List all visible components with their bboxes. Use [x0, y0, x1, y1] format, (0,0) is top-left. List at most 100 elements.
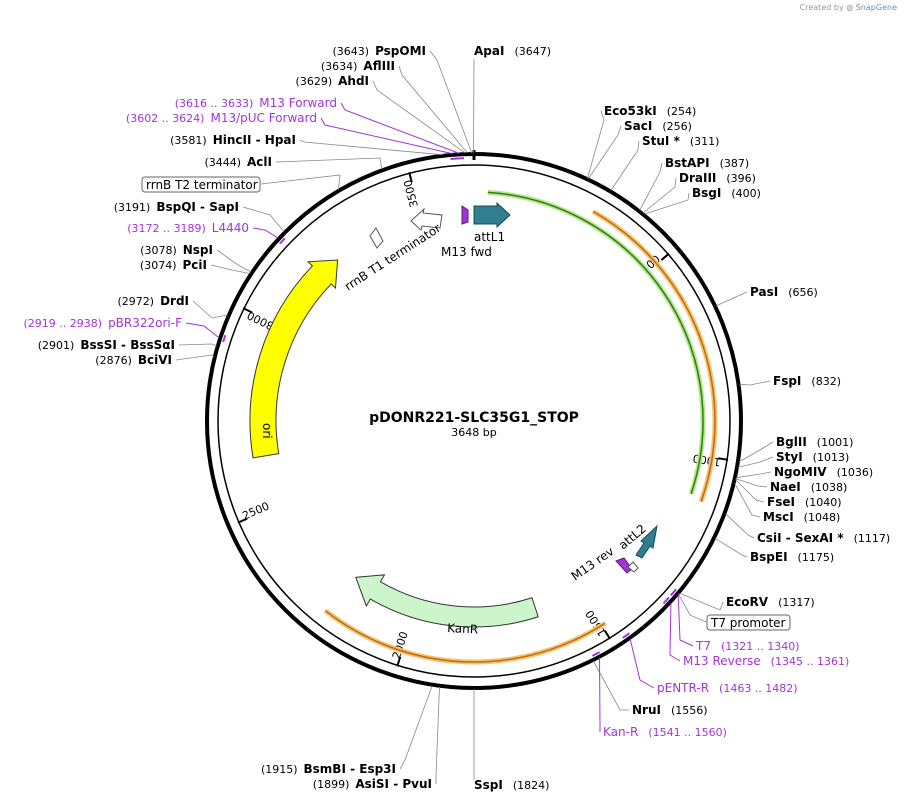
site-position: (1175): [798, 551, 835, 564]
t7-promoter-box: T7 promoter: [706, 614, 791, 631]
site-position: (1013): [813, 451, 850, 464]
tick-label: 2000: [390, 630, 411, 661]
tick-label: 2500: [240, 500, 271, 523]
tick-mark: [603, 629, 611, 640]
t7-promoter-box-label: T7 promoter: [710, 616, 786, 630]
ccdb-arc-line: [487, 191, 704, 495]
kanr-label: KanR: [447, 621, 479, 637]
leader-line: [679, 592, 724, 611]
site-name: BstAPI: [665, 156, 710, 170]
site-label-13: BssSI - BssSαI(2901): [38, 338, 175, 352]
t7-promoter-arrow: [627, 561, 639, 573]
site-label-r13: FseI(1040): [767, 495, 842, 509]
leader-line: [739, 380, 771, 386]
leader-line: [252, 227, 279, 239]
leader-line: [192, 300, 228, 319]
tick-label: 3500: [401, 178, 421, 208]
site-position: (1556): [671, 704, 708, 717]
site-position: (3074): [140, 259, 177, 272]
site-name: M13/pUC Forward: [210, 111, 317, 125]
site-label-r15: CsiI - SexAI *(1117): [757, 531, 890, 545]
orf-right-arc-line: [592, 210, 716, 502]
tick-mark: [237, 517, 248, 524]
rrnb-t1-label: rrnB T1 terminator: [342, 221, 443, 294]
rrnb-t2-box-frame: [141, 176, 261, 193]
site-label-r9: BglII(1001): [776, 435, 853, 449]
site-name: ApaI: [474, 44, 504, 58]
t7-promoter-box-frame: [706, 614, 791, 631]
site-label-r16: BspEI(1175): [750, 550, 834, 564]
leader-line: [340, 102, 460, 154]
site-position: (3581): [170, 134, 207, 147]
site-label-2: AhdI(3629): [296, 74, 369, 88]
leader-line: [372, 80, 466, 154]
site-label-r6: BsgI(400): [692, 186, 761, 200]
site-position: (1915): [261, 763, 298, 776]
site-name: CsiI - SexAI *: [757, 531, 844, 545]
site-name: pBR322ori-F: [108, 316, 182, 330]
plasmid-length: 3648 bp: [451, 426, 496, 439]
leader-line: [299, 139, 444, 156]
site-position: (3634): [321, 60, 358, 73]
m13-rev-label: M13 rev: [569, 544, 617, 583]
site-position: (1317): [778, 596, 815, 609]
site-position: (2972): [117, 295, 154, 308]
leader-line: [429, 50, 473, 154]
site-name: M13 Reverse: [683, 654, 761, 668]
site-position: (1463 .. 1482): [719, 682, 798, 695]
site-label-r8: FspI(832): [773, 374, 841, 388]
site-position: (254): [667, 105, 697, 118]
site-label-10: PciI(3074): [140, 258, 207, 272]
attl1-feature: [473, 201, 511, 229]
leader-line: [275, 157, 383, 170]
site-position: (832): [811, 375, 841, 388]
leader-line: [642, 177, 677, 214]
site-label-r12: NaeI (1038): [770, 480, 847, 494]
credit-prefix: Created by: [799, 3, 844, 12]
snapgene-logo-icon: ◍: [846, 3, 854, 12]
leader-line: [735, 471, 772, 479]
tick-mark: [396, 656, 402, 667]
backbone-inner-circle: [217, 164, 731, 678]
site-name: DrdI: [160, 294, 189, 308]
site-position: (3647): [514, 45, 551, 58]
site-position: (1899): [313, 778, 350, 791]
site-position: (3444): [204, 156, 241, 169]
site-label-r18: T7(1321 .. 1340): [695, 639, 800, 653]
site-name: FseI: [767, 495, 795, 509]
leader-line: [435, 686, 440, 784]
site-labels: PspOMI(3643)AflIII(3634)AhdI(3629)M13 Fo…: [24, 44, 891, 792]
site-label-r1: Eco53kI (254): [604, 104, 696, 118]
rrnb-t2-terminator-arrow: [369, 227, 384, 249]
site-name: SspI: [474, 778, 503, 792]
attl2-feature: [635, 524, 658, 559]
site-label-9: NspI(3078): [140, 243, 213, 257]
site-position: (1038): [811, 481, 848, 494]
primer-binding-mark: [222, 334, 227, 343]
tick-mark: [718, 457, 729, 461]
site-name: Eco53kI: [604, 104, 657, 118]
site-position: (3078): [140, 244, 177, 257]
site-name: AflIII: [363, 59, 395, 73]
leader-line: [639, 162, 663, 211]
site-name: M13 Forward: [259, 96, 337, 110]
primer-binding-mark: [279, 237, 286, 245]
site-name: BciVI: [138, 353, 172, 367]
leader-line: [399, 685, 433, 770]
snapgene-credit: Created by ◍ SnapGene: [800, 3, 897, 12]
leader-line: [737, 456, 774, 468]
site-name: AsiSI - PvuI: [355, 777, 432, 791]
site-name: DraIII: [679, 171, 716, 185]
leader-line: [593, 660, 629, 711]
site-name: BglII: [776, 435, 807, 449]
primer-binding-mark: [622, 632, 630, 639]
site-position: (2876): [95, 354, 132, 367]
site-position: (2919 .. 2938): [24, 317, 103, 330]
site-position: (656): [788, 286, 818, 299]
site-name: NaeI: [770, 480, 801, 494]
site-name: BssSI - BssSαI: [80, 338, 175, 352]
ori-feature: [249, 259, 339, 459]
site-name: EcoRV: [726, 595, 769, 609]
site-name: StyI: [776, 450, 803, 464]
